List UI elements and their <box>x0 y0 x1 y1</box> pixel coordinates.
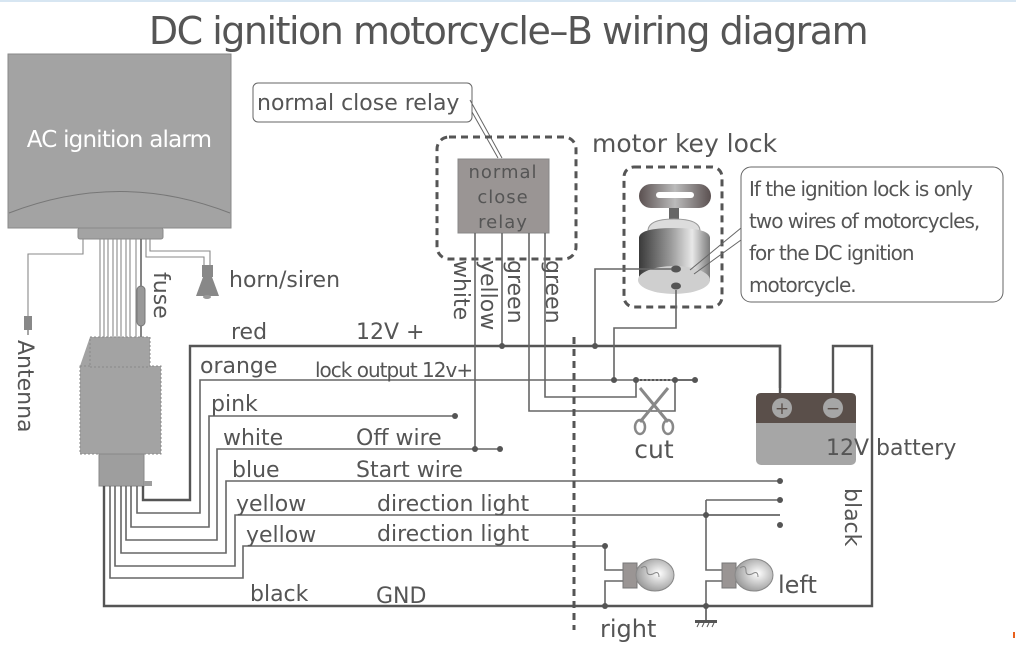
wire-function-white: Off wire <box>356 426 442 451</box>
battery-plus-icon: + <box>775 399 789 419</box>
relay-wires: white yellow green green <box>448 233 676 449</box>
bulb-right: right <box>600 546 675 643</box>
motor-key-lock: motor key lock <box>592 129 778 380</box>
wire-function-black: GND <box>376 584 426 609</box>
wire-pink <box>130 415 455 528</box>
diagram-title: DC ignition motorcycle–B wiring diagram <box>149 9 867 53</box>
junction-dots <box>452 343 783 609</box>
relay-wire-green-2 <box>544 233 637 398</box>
wire-function-red: 12V + <box>356 320 424 345</box>
key-note-line-3: for the DC ignition <box>749 241 914 265</box>
key-note-line-1: If the ignition lock is only <box>749 177 973 201</box>
harness-connector <box>79 336 162 487</box>
cut-point: cut <box>633 379 695 464</box>
relay-callout-label: normal close relay <box>257 91 459 116</box>
relay-wire-label-green-1: green <box>502 260 527 324</box>
bulb-right-label: right <box>600 615 656 643</box>
alarm-unit-label: AC ignition alarm <box>27 127 211 153</box>
wire-white <box>125 448 500 541</box>
wire-label-black: black <box>250 582 309 607</box>
horn-label: horn/siren <box>229 268 340 293</box>
key-lock-wire-1 <box>594 268 671 346</box>
relay-wire-label-yellow: yellow <box>475 260 500 330</box>
wire-label-white: white <box>223 426 283 451</box>
fuse: fuse <box>136 272 173 327</box>
cut-label: cut <box>634 435 674 464</box>
relay-label-line-2: close <box>477 187 528 208</box>
bulb-left-label: left <box>778 571 817 599</box>
wire-function-yellow-2: direction light <box>377 522 530 547</box>
fuse-label: fuse <box>148 272 173 319</box>
wire-black <box>102 344 874 608</box>
battery-12v: + − 12V battery black <box>756 344 956 547</box>
ground-icon <box>695 606 717 628</box>
top-border <box>0 0 1016 2</box>
relay-callout: normal close relay <box>252 82 503 159</box>
battery-minus-icon: − <box>826 399 840 419</box>
relay-label-line-3: relay <box>478 212 528 233</box>
accent-mark <box>1013 632 1015 638</box>
wire-function-orange: lock output 12v+ <box>315 358 472 382</box>
wire-yellow-2 <box>109 486 605 579</box>
wire-orange <box>136 379 695 514</box>
wire-function-yellow-1: direction light <box>377 492 530 517</box>
battery-label: 12V battery <box>826 436 956 461</box>
key-note-line-4: motorcycle. <box>749 273 856 297</box>
key-lock-label: motor key lock <box>592 129 778 158</box>
relay-wire-green-1 <box>528 233 676 412</box>
wire-label-yellow-1: yellow <box>236 492 306 517</box>
wire-label-orange: orange <box>200 354 277 379</box>
battery-ground-wire-label: black <box>839 488 864 547</box>
relay-label-line-1: normal <box>468 162 537 183</box>
bulb-left: left <box>705 500 817 606</box>
wire-label-red: red <box>231 320 267 345</box>
wire-blue <box>120 480 780 554</box>
alarm-unit: AC ignition alarm <box>7 53 232 240</box>
wire-label-blue: blue <box>232 458 280 483</box>
normal-close-relay: normal close relay <box>435 135 578 261</box>
key-lock-wire-2 <box>613 290 677 380</box>
antenna: Antenna <box>12 239 84 433</box>
wire-label-pink: pink <box>211 392 258 417</box>
relay-wire-label-green-2: green <box>540 260 565 324</box>
relay-wire-label-white: white <box>448 260 473 320</box>
antenna-label: Antenna <box>12 340 37 433</box>
wire-labels: red 12V + orange lock output 12v+ pink w… <box>200 320 530 609</box>
wire-label-yellow-2: yellow <box>246 523 316 548</box>
wire-function-blue: Start wire <box>356 458 463 483</box>
key-note-line-2: two wires of motorcycles, <box>749 209 979 233</box>
wire-yellow-1 <box>114 486 780 567</box>
key-lock-note: If the ignition lock is only two wires o… <box>689 166 1004 303</box>
horn-siren: horn/siren <box>196 265 340 299</box>
